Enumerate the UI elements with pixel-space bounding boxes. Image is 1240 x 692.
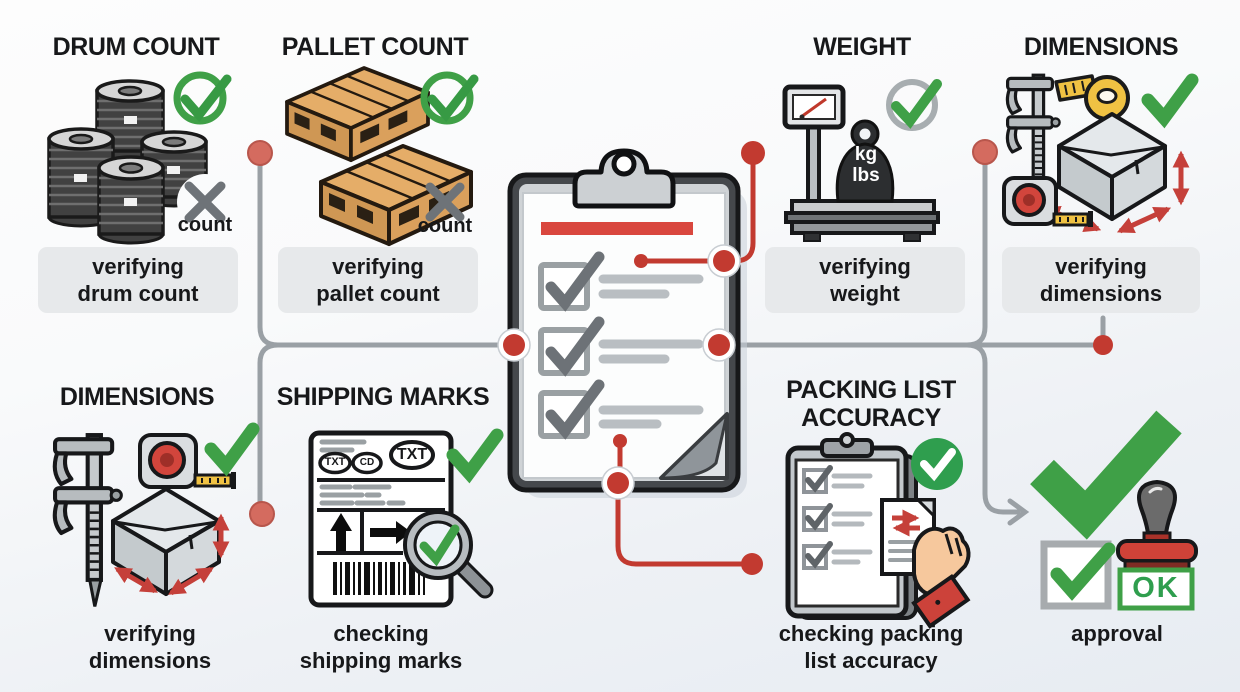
rubber-stamp-icon: [1116, 480, 1198, 571]
hand-icon: [911, 526, 971, 629]
caption-text: verifying weight: [819, 254, 911, 306]
label-ovals: [318, 440, 435, 475]
ok-stamp-text: OK: [1132, 572, 1180, 604]
checkbox-check-icon: [1040, 540, 1116, 610]
ringed-dots: [497, 244, 741, 500]
drum-count-caption: verifying drum count: [38, 247, 238, 313]
dimensions-icon-top: [1002, 73, 1199, 234]
pallet-count-title: PALLET COUNT: [281, 33, 469, 61]
shipping-marks-caption: checking shipping marks: [299, 621, 463, 673]
check-circle-icon: [886, 79, 942, 131]
approval-icons: [1030, 410, 1198, 611]
dimensions-top-title: DIMENSIONS: [1023, 33, 1179, 61]
wire-right-branch-down: [964, 342, 1021, 515]
label-oval-txt-2: TXT: [396, 446, 428, 463]
drum-stack-icon: [47, 71, 233, 245]
handling-arrows: [330, 513, 411, 551]
pallet-count-caption: verifying pallet count: [278, 247, 478, 313]
header-bar: [541, 222, 693, 235]
big-check-icon: [1030, 410, 1182, 540]
scale-platform: [784, 199, 940, 242]
dimensions-bottom-title: DIMENSIONS: [59, 383, 215, 411]
check-icon: [446, 428, 504, 484]
checklist-rows: [802, 465, 873, 570]
dimensions-top-caption: verifying dimensions: [1002, 247, 1200, 313]
check-circle-icon: [420, 71, 479, 125]
drum-count-badge: count: [177, 214, 233, 236]
weighing-scale-icon: [782, 79, 942, 242]
x-mark-icon: [184, 181, 226, 223]
x-mark-icon: [425, 182, 465, 222]
cable-drums: [47, 79, 208, 245]
check-circle-filled-icon: [911, 438, 963, 490]
clip-hole: [611, 151, 637, 177]
wire-left-branch-down: [257, 342, 281, 507]
pallet-count-badge: count: [417, 215, 473, 237]
shipping-marks-title: SHIPPING MARKS: [276, 383, 490, 411]
packing-list-title: PACKING LIST ACCURACY: [786, 376, 956, 432]
magnifier-check-icon: [403, 510, 494, 599]
weight-title: WEIGHT: [813, 33, 911, 61]
packing-list-caption: checking packing list accuracy: [778, 621, 964, 673]
dimensions-icon-bottom: [45, 422, 260, 633]
caption-text: verifying dimensions: [1039, 254, 1163, 306]
check-icon: [1141, 73, 1199, 129]
shipping-label-icon: [308, 428, 504, 608]
measure-arrows: [114, 513, 230, 596]
red-tape-measure-icon: [1002, 176, 1093, 227]
label-oval-cd: CD: [359, 457, 375, 468]
drum-count-title: DRUM COUNT: [52, 33, 220, 61]
red-tape-measure-icon: [138, 433, 236, 489]
wire-arrowhead: [1007, 498, 1030, 526]
node-dots: [247, 139, 1113, 575]
ok-stamp-box: [1117, 567, 1195, 611]
weight-units-label: kg lbs: [852, 144, 880, 186]
dimensions-bottom-caption: verifying dimensions: [88, 621, 212, 673]
check-icon: [204, 422, 260, 477]
kettlebell-weight: [835, 119, 895, 203]
packing-list-icon: [785, 432, 971, 629]
label-oval-txt-1: TXT: [324, 456, 346, 468]
weight-caption: verifying weight: [765, 247, 965, 313]
approval-caption: approval: [1071, 621, 1163, 646]
clipboard-clip: [572, 148, 676, 209]
pallet-stack-icon: [285, 66, 479, 246]
barcode: [333, 562, 425, 595]
caption-text: verifying drum count: [77, 254, 199, 306]
checklist-rows: [538, 251, 704, 440]
caption-text: verifying pallet count: [316, 254, 440, 306]
check-circle-icon: [173, 71, 232, 125]
